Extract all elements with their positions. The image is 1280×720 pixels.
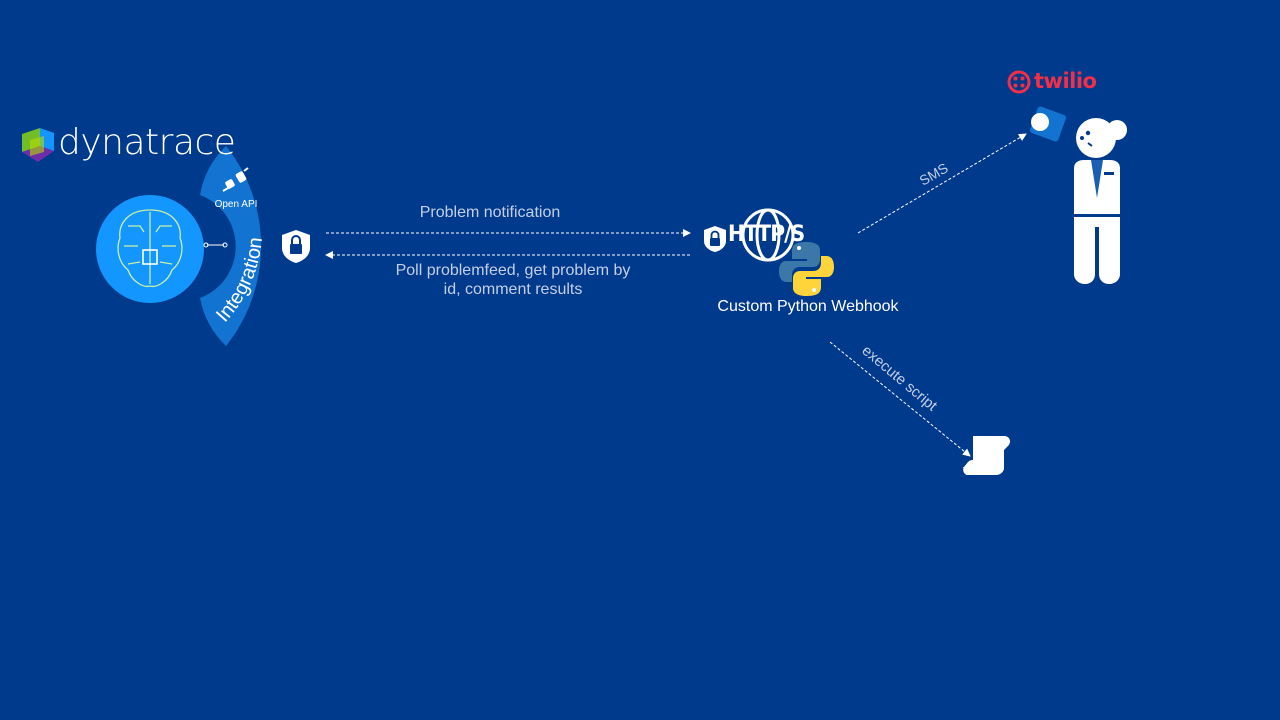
shield-lock-icon — [282, 230, 310, 263]
dynatrace-wordmark: dynatrace — [58, 122, 236, 163]
http-s-label: HTTP/S — [728, 222, 805, 247]
custom-python-webhook-label: Custom Python Webhook — [717, 298, 899, 315]
execute-script-arrow — [829, 341, 971, 457]
globe-icon — [741, 208, 795, 262]
open-api-label: Open API — [214, 199, 258, 210]
dynatrace-logo-icon — [22, 128, 54, 162]
sms-label: SMS — [917, 160, 951, 189]
plug-icon — [222, 167, 249, 192]
python-icon — [779, 242, 834, 296]
person-icon — [1074, 118, 1127, 284]
phone-icon — [1029, 106, 1067, 142]
connector-line — [203, 242, 228, 248]
sms-arrow — [857, 133, 1027, 234]
poll-label-line1: Poll problemfeed, get problem by — [395, 262, 631, 279]
ai-brain-icon — [117, 209, 183, 288]
twilio-logo-icon — [1007, 70, 1031, 94]
shield-lock-icon — [704, 226, 726, 252]
poll-label-line2: id, comment results — [443, 281, 583, 298]
execute-script-label: execute script — [858, 342, 940, 415]
problem-notification-label: Problem notification — [419, 204, 561, 221]
twilio-wordmark: twilio — [1034, 69, 1097, 93]
script-scroll-icon — [963, 436, 1011, 475]
integration-arc — [200, 146, 262, 346]
